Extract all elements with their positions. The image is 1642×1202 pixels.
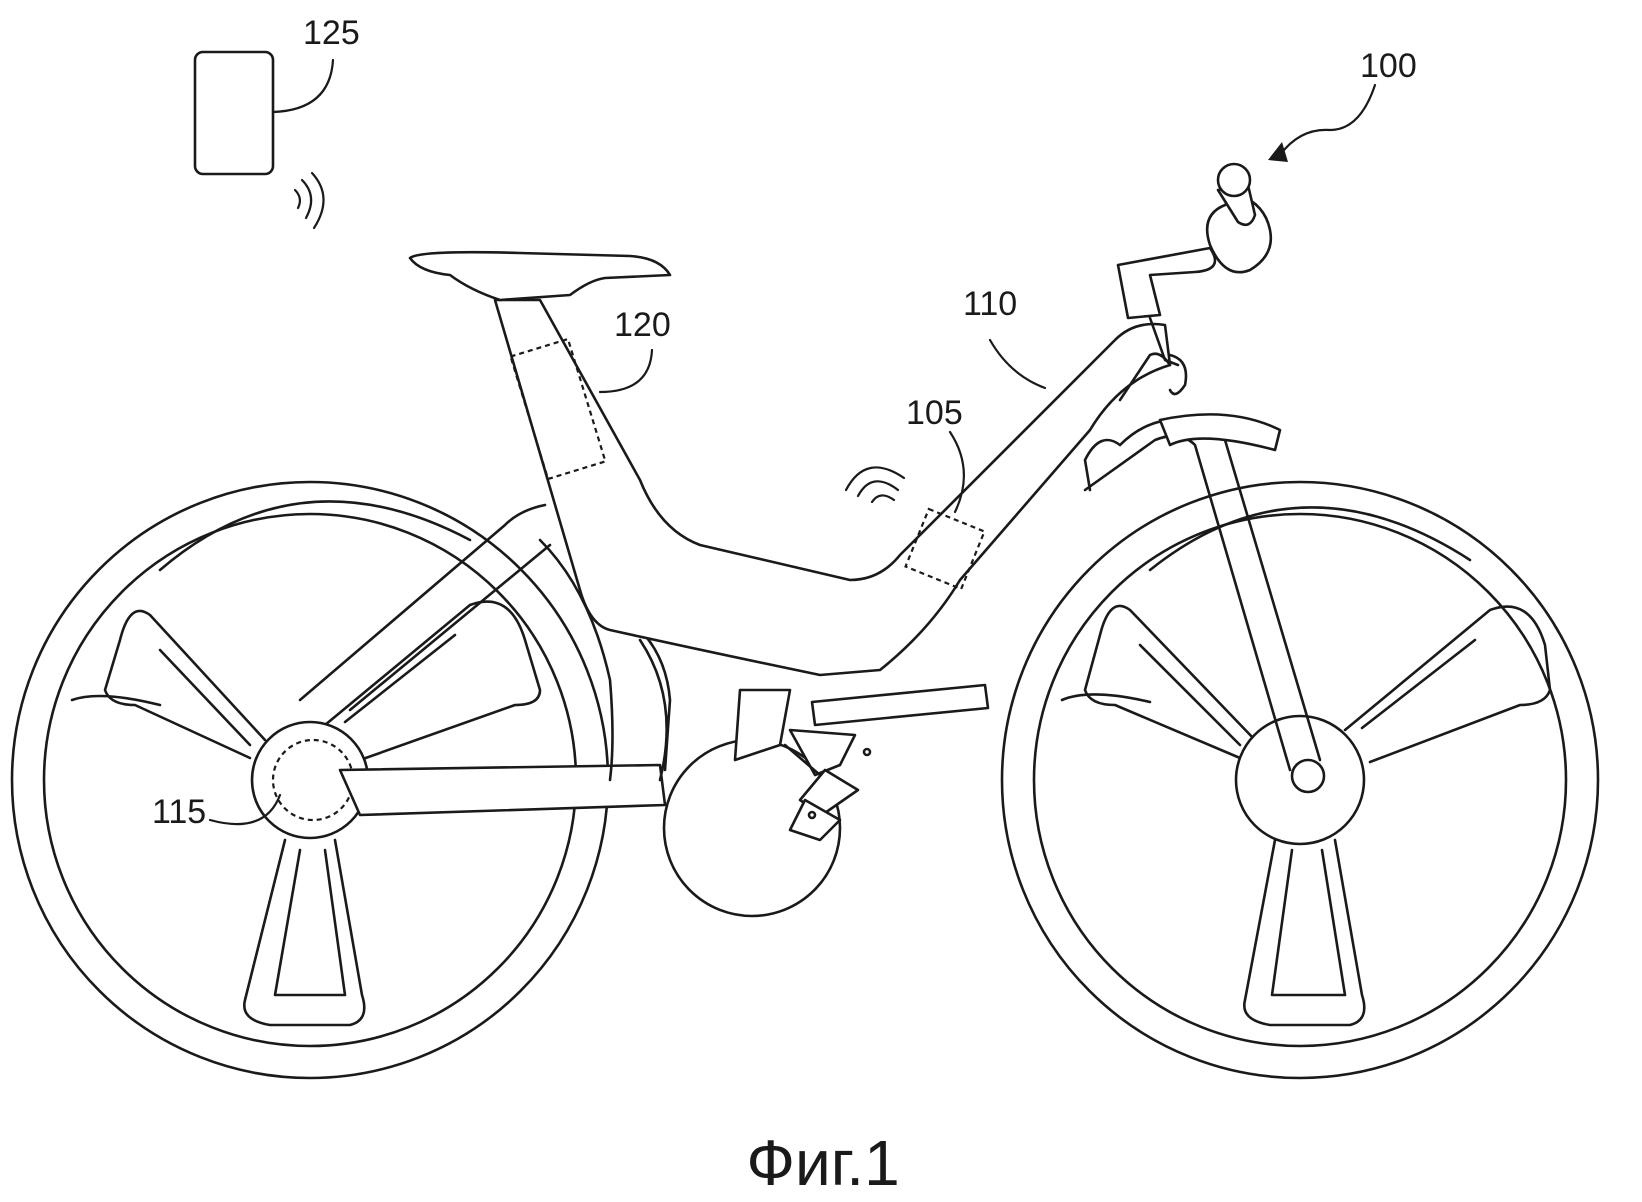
ref-100: 100 [1360,47,1417,85]
wireless-signal-icon [293,171,325,230]
bicycle-frame [298,298,1172,817]
drive-unit [662,683,990,918]
pedal [810,683,990,727]
leader-110 [988,338,1047,390]
leader-105 [948,430,965,514]
handlebar [1116,162,1273,396]
rear-wheel-spokes [103,600,542,1027]
mobile-device [193,50,335,176]
front-wheel-spokes [1083,604,1552,1027]
seat-tube-module-outline [509,337,607,481]
figure-caption: Фиг.1 [746,1127,899,1199]
ref-105: 105 [906,394,963,432]
arrowhead-icon [1268,142,1288,162]
wireless-signal-icon-frame [844,466,906,504]
ref-115: 115 [152,793,206,831]
front-fork [1083,352,1326,794]
saddle [408,250,672,302]
ref-120: 120 [614,306,671,344]
leader-115 [208,793,282,826]
leader-100 [1278,83,1377,157]
leader-120 [598,348,654,394]
ref-110: 110 [963,285,1017,323]
ref-125: 125 [303,14,360,52]
frame-module-outline [904,507,986,591]
